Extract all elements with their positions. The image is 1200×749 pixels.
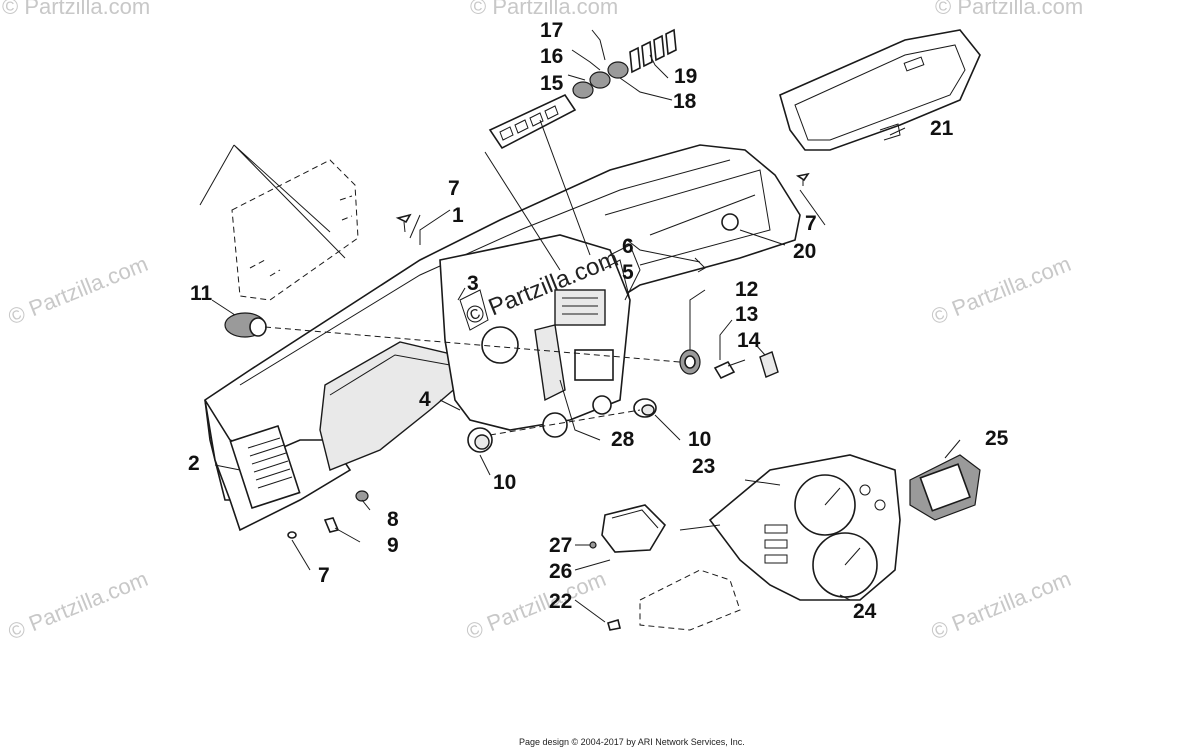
trim-ring-26	[601, 504, 667, 553]
console-label	[554, 289, 606, 326]
callout-27: 27	[549, 534, 572, 557]
callout-3: 3	[467, 272, 479, 295]
console-hole	[592, 395, 612, 415]
callout-24: 24	[853, 600, 877, 623]
callout-5: 5	[622, 261, 634, 284]
callout-28: 28	[611, 428, 635, 451]
watermark-text: © Partzilla.com	[928, 566, 1075, 645]
watermark-text: © Partzilla.com	[928, 251, 1075, 330]
watermark-text: © Partzilla.com	[5, 566, 152, 645]
fasteners	[287, 172, 810, 539]
display-module	[909, 454, 981, 521]
callout-7: 7	[805, 212, 817, 235]
callout-15: 15	[540, 72, 564, 95]
part-11-plug	[224, 312, 267, 338]
callout-6: 6	[622, 235, 634, 258]
leader-lines	[211, 29, 961, 623]
callout-21: 21	[930, 117, 954, 140]
callout-22: 22	[549, 590, 572, 613]
callout-9: 9	[387, 534, 399, 557]
switch-hole	[481, 326, 519, 364]
callout-19: 19	[674, 65, 697, 88]
callout-20: 20	[793, 240, 816, 263]
callout-14: 14	[737, 329, 761, 352]
warning-decal	[229, 424, 301, 510]
watermark-text: © Partzilla.com	[935, 0, 1083, 19]
gauge-pod	[639, 454, 901, 631]
callout-13: 13	[735, 303, 758, 326]
callout-1: 1	[452, 204, 464, 227]
callout-8: 8	[387, 508, 399, 531]
footer-copyright: Page design © 2004-2017 by ARI Network S…	[519, 737, 745, 747]
grommets	[467, 398, 657, 453]
callout-7: 7	[448, 177, 460, 200]
console-hole	[542, 412, 568, 438]
dashboard-panel	[204, 144, 801, 532]
callout-labels: 1 2 3 4 5 6 7 7 7 8 9 10 10 11 12 13 14 …	[188, 19, 1009, 623]
watermark-text: © Partzilla.com	[2, 0, 150, 19]
callout-12: 12	[735, 278, 758, 301]
callout-4: 4	[419, 388, 431, 411]
watermark-text: © Partzilla.com	[5, 251, 152, 330]
watermark-text: © Partzilla.com	[470, 0, 618, 19]
callout-17: 17	[540, 19, 563, 42]
mounting-bracket	[199, 144, 359, 301]
callout-10: 10	[688, 428, 711, 451]
callout-26: 26	[549, 560, 572, 583]
callout-16: 16	[540, 45, 563, 68]
callout-10: 10	[493, 471, 516, 494]
dash-top-cover	[779, 29, 981, 151]
switch-bank	[488, 93, 577, 150]
callout-23: 23	[692, 455, 715, 478]
shift-gate	[534, 324, 566, 402]
callout-11: 11	[190, 282, 213, 305]
callout-18: 18	[673, 90, 697, 113]
callout-7: 7	[318, 564, 330, 587]
callout-2: 2	[188, 452, 200, 475]
switch-caps	[572, 28, 677, 99]
ignition-set	[679, 349, 779, 380]
small-fasteners	[589, 541, 621, 631]
mount-hole	[721, 213, 739, 231]
watermark-text: © Partzilla.com	[463, 566, 610, 645]
callout-25: 25	[985, 427, 1009, 450]
